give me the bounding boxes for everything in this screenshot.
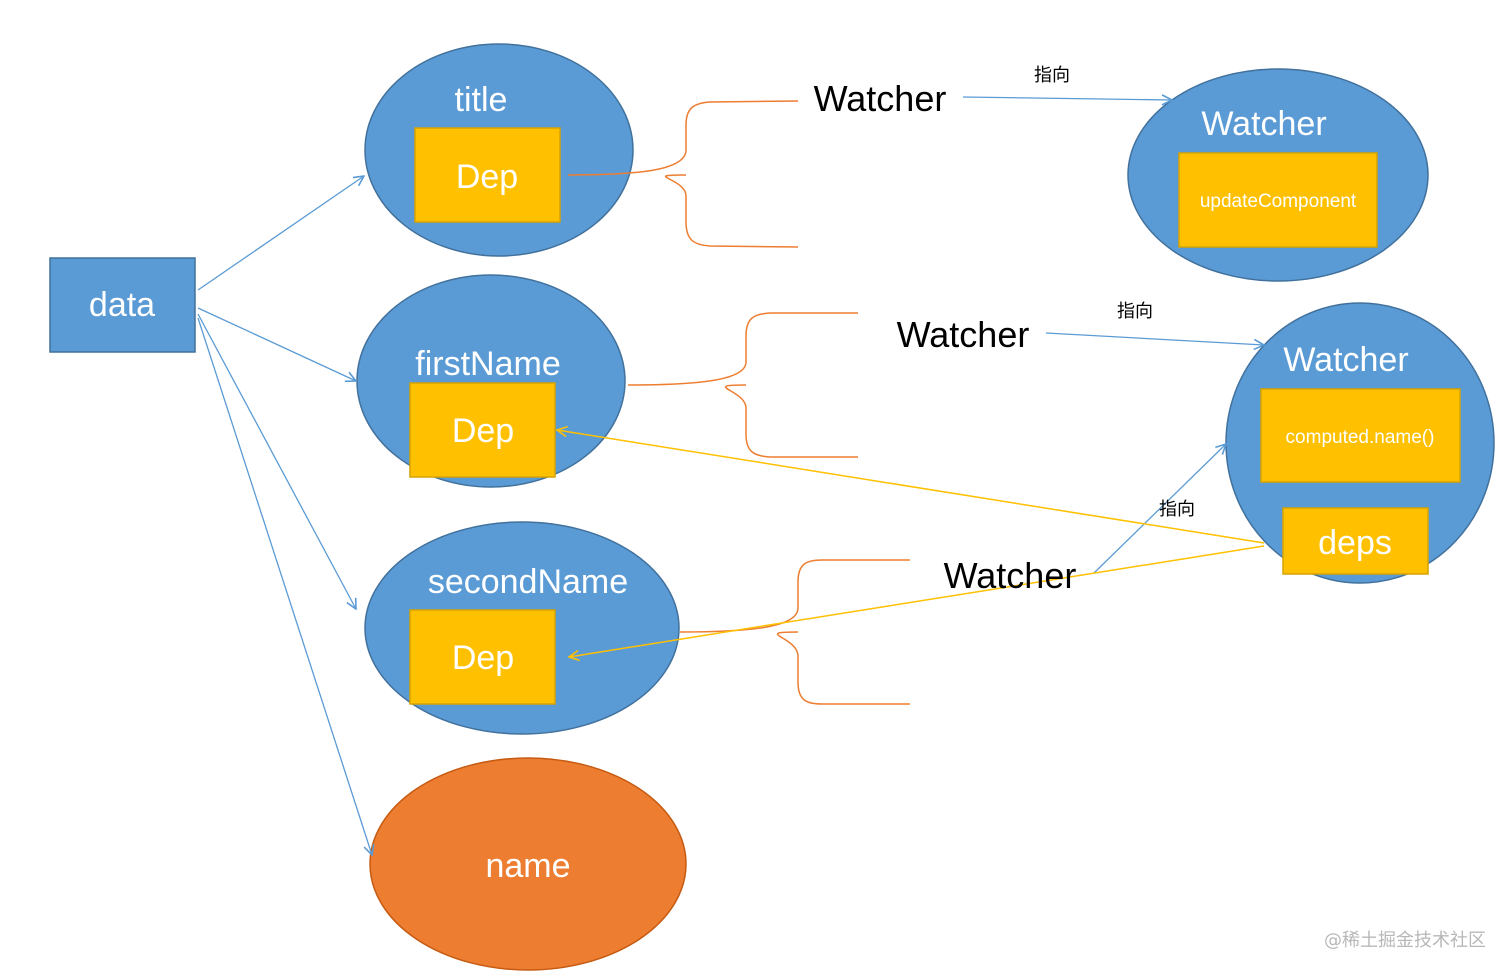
render-watcher-node: Watcher updateComponent <box>1127 68 1429 282</box>
arrow-data-to-name <box>197 317 372 855</box>
data-box <box>49 257 196 353</box>
second-name-subscriber-bracket <box>679 559 910 705</box>
computed-watcher-label: Watcher <box>1283 341 1408 379</box>
name-node: name <box>369 757 687 971</box>
first-name-dep-label: Dep <box>452 412 514 450</box>
data-node: data <box>49 257 196 353</box>
watcher-label-2: Watcher <box>897 314 1030 355</box>
blue-arrows <box>197 97 1264 855</box>
name-label: name <box>485 847 570 885</box>
pointer-label-1: 指向 <box>1034 65 1070 86</box>
computed-watcher-node: Watcher computed.name() deps <box>1225 302 1495 584</box>
first-name-node: firstName Dep <box>356 274 626 488</box>
arrow-watcher2-to-computed-watcher <box>1045 332 1264 345</box>
deps-label: deps <box>1318 524 1392 562</box>
update-component-label: updateComponent <box>1200 191 1357 212</box>
pointer-label-3: 指向 <box>1159 499 1195 520</box>
yellow-arrows <box>557 430 1265 657</box>
arrow-deps-to-second-name-dep <box>569 545 1265 657</box>
computed-name-box <box>1260 388 1461 483</box>
arrow-deps-to-first-name-dep <box>557 430 1265 544</box>
first-name-dep-box <box>409 382 556 478</box>
arrow-data-to-title <box>197 176 364 291</box>
watcher-label-1: Watcher <box>814 78 947 119</box>
data-label: data <box>89 286 155 324</box>
update-component-box <box>1178 152 1378 248</box>
watcher-label-3: Watcher <box>944 555 1077 596</box>
second-name-dep-box <box>409 609 556 705</box>
title-dep-box <box>414 127 561 223</box>
title-subscriber-bracket <box>567 100 799 248</box>
title-dep-label: Dep <box>456 158 518 196</box>
computed-name-label: computed.name() <box>1286 427 1435 448</box>
deps-box <box>1282 507 1429 575</box>
second-name-dep-label: Dep <box>452 639 514 677</box>
title-label: title <box>455 81 508 119</box>
name-ellipse <box>369 757 687 971</box>
arrow-watcher1-to-render-watcher <box>962 97 1172 100</box>
second-name-node: secondName Dep <box>364 521 680 735</box>
arrow-data-to-first-name <box>197 307 356 381</box>
title-node: title Dep <box>364 43 634 257</box>
arrow-data-to-second-name <box>197 313 356 609</box>
arrow-watcher3-to-computed-watcher <box>1093 444 1226 574</box>
watermark: @稀土掘金技术社区 <box>1324 930 1486 951</box>
render-watcher-label: Watcher <box>1201 105 1326 143</box>
first-name-label: firstName <box>415 345 560 383</box>
second-name-label: secondName <box>428 563 628 601</box>
first-name-subscriber-bracket <box>627 312 858 458</box>
pointer-label-2: 指向 <box>1117 301 1153 322</box>
